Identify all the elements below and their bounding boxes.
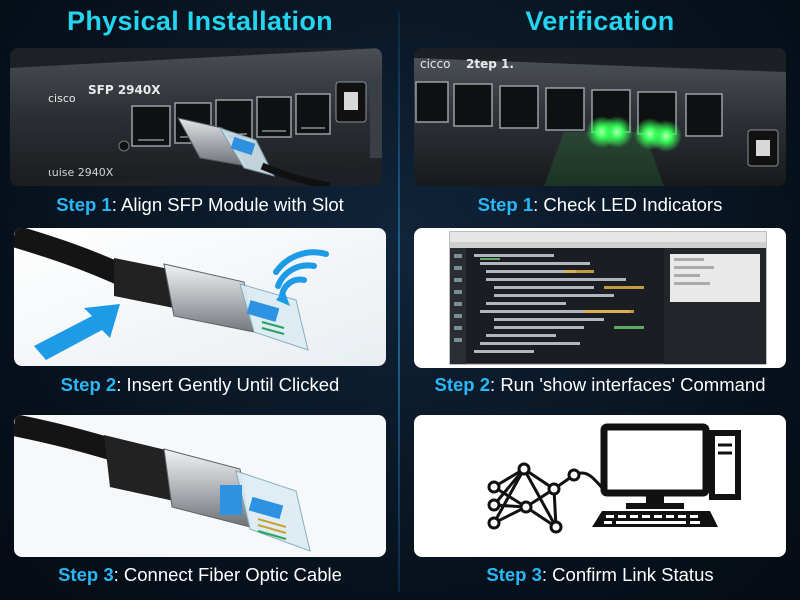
step-number: Step 2 bbox=[60, 374, 117, 395]
panel-connect-cable bbox=[14, 415, 386, 557]
step-2-command-caption: Step 2: Run 'show interfaces' Command bbox=[400, 374, 800, 396]
panel-insert-sfp bbox=[14, 228, 386, 366]
step-1-align-caption: Step 1: Align SFP Module with Slot bbox=[0, 194, 400, 216]
terminal-window-illustration bbox=[414, 228, 786, 368]
desktop-computer-icon bbox=[592, 423, 741, 527]
step-number: Step 3 bbox=[58, 564, 114, 585]
switch-led-illustration: cicco 2tep 1. bbox=[414, 48, 786, 186]
step-text: : Connect Fiber Optic Cable bbox=[113, 564, 342, 585]
step-number: Step 2 bbox=[434, 374, 491, 395]
step-text: : Insert Gently Until Clicked bbox=[116, 374, 340, 395]
sfp-cable-illustration bbox=[14, 415, 386, 557]
panel-check-leds: cicco 2tep 1. bbox=[414, 48, 786, 186]
step-number: Step 1 bbox=[477, 194, 534, 215]
physical-installation-title: Physical Installation bbox=[67, 6, 333, 36]
switch-brand-label: cicco bbox=[420, 57, 450, 71]
panel-show-interfaces bbox=[414, 228, 786, 368]
sfp-insert-illustration bbox=[14, 228, 386, 366]
panel-link-status bbox=[414, 415, 786, 557]
panel-align-sfp: cisco SFP 2940X ιuise 2940X bbox=[10, 48, 382, 186]
switch-tag-label: 2tep 1. bbox=[466, 57, 514, 71]
switch-brand-label: cisco bbox=[48, 92, 76, 105]
verification-title: Verification bbox=[525, 6, 675, 36]
step-number: Step 3 bbox=[486, 564, 542, 585]
step-number: Step 1 bbox=[56, 194, 112, 215]
click-signal-icon bbox=[273, 249, 329, 306]
led-indicator bbox=[650, 120, 682, 152]
led-indicator bbox=[601, 116, 633, 148]
column-divider bbox=[398, 12, 400, 592]
link-status-illustration bbox=[414, 415, 786, 557]
switch-series-label: ιuise 2940X bbox=[48, 166, 114, 179]
switch-model-label: SFP 2940X bbox=[88, 83, 161, 97]
insert-arrow-icon bbox=[34, 304, 120, 360]
step-1-led-caption: Step 1: Check LED Indicators bbox=[400, 194, 800, 216]
step-3-connect-caption: Step 3: Connect Fiber Optic Cable bbox=[0, 564, 400, 586]
step-text: : Check LED Indicators bbox=[533, 194, 723, 215]
step-text: : Align SFP Module with Slot bbox=[111, 194, 344, 215]
step-3-link-caption: Step 3: Confirm Link Status bbox=[400, 564, 800, 586]
switch-front-panel-illustration: cisco SFP 2940X ιuise 2940X bbox=[10, 48, 382, 186]
step-2-insert-caption: Step 2: Insert Gently Until Clicked bbox=[0, 374, 400, 396]
step-text: : Confirm Link Status bbox=[541, 564, 714, 585]
step-text: : Run 'show interfaces' Command bbox=[490, 374, 766, 395]
